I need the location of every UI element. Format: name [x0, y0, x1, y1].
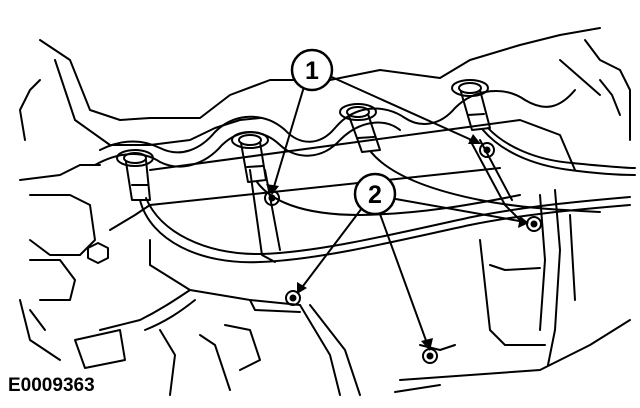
leader-2-right: [389, 197, 526, 223]
ignition-wires: [139, 127, 636, 264]
arrowhead: [421, 338, 433, 351]
bolt-upper-right: [479, 142, 495, 158]
leader-lines: [266, 73, 529, 351]
callout-1-label: 1: [305, 57, 319, 85]
lower-harness: [29, 289, 261, 396]
figure-reference-id: E0009363: [8, 375, 95, 396]
leader-2-bottom: [379, 213, 429, 347]
hex-nut-left: [87, 242, 109, 264]
leader-2-left: [299, 207, 363, 291]
callout-2: 2: [353, 172, 397, 216]
bolt-bottom: [422, 348, 438, 364]
cylinder-head-outline: [19, 27, 631, 361]
bolt-lower-left: [285, 290, 301, 306]
arrowhead: [266, 184, 279, 195]
arrowhead: [518, 216, 529, 228]
leader-1-right: [324, 73, 477, 143]
callout-1: 1: [290, 48, 334, 92]
plug-boot-4: [451, 79, 491, 131]
rocker-cover-edge: [94, 89, 576, 168]
arrowhead: [297, 282, 307, 294]
spark-plug-boots: [116, 79, 491, 201]
arrowhead: [468, 134, 481, 144]
callout-2-label: 2: [368, 181, 382, 209]
bolt-right: [526, 216, 542, 232]
leader-1-left: [272, 89, 304, 191]
plug-boot-1: [116, 149, 154, 201]
